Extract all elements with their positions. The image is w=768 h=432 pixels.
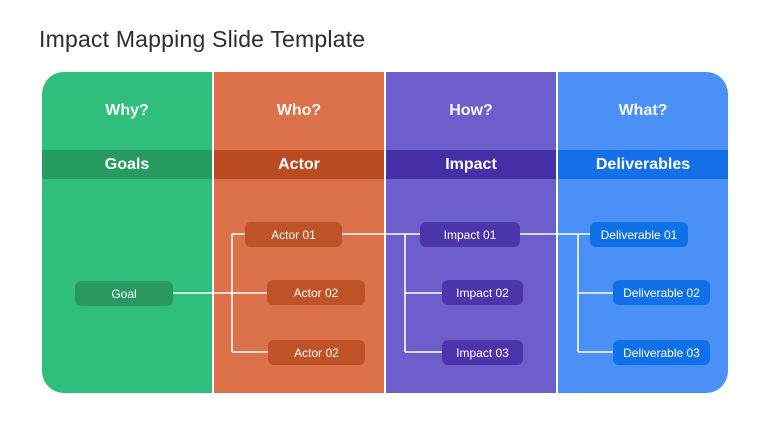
node-deliverable-2: Deliverable 02 — [613, 280, 710, 305]
column-how-question: How? — [449, 102, 493, 119]
column-why: Why? Goals — [42, 72, 212, 393]
node-actor-2: Actor 02 — [267, 280, 365, 305]
slide-title: Impact Mapping Slide Template — [39, 26, 366, 52]
node-impact-3: Impact 03 — [442, 340, 523, 365]
column-what-band: Deliverables — [558, 150, 728, 179]
column-what-question: What? — [618, 102, 668, 119]
column-who-question: Who? — [276, 102, 322, 119]
node-deliverable-3: Deliverable 03 — [613, 340, 710, 365]
node-actor-1: Actor 01 — [245, 222, 342, 247]
column-why-question: Why? — [105, 102, 149, 119]
column-why-band: Goals — [42, 150, 212, 179]
node-goal: Goal — [75, 281, 173, 306]
column-how-band: Impact — [386, 150, 556, 179]
node-actor-3: Actor 02 — [268, 340, 365, 365]
column-who-band: Actor — [214, 150, 384, 179]
impact-map-card: Why? Goals Who? Actor How? Impact What? … — [42, 72, 728, 393]
node-impact-2: Impact 02 — [442, 280, 523, 305]
node-deliverable-1: Deliverable 01 — [590, 222, 688, 247]
node-impact-1: Impact 01 — [420, 222, 520, 247]
